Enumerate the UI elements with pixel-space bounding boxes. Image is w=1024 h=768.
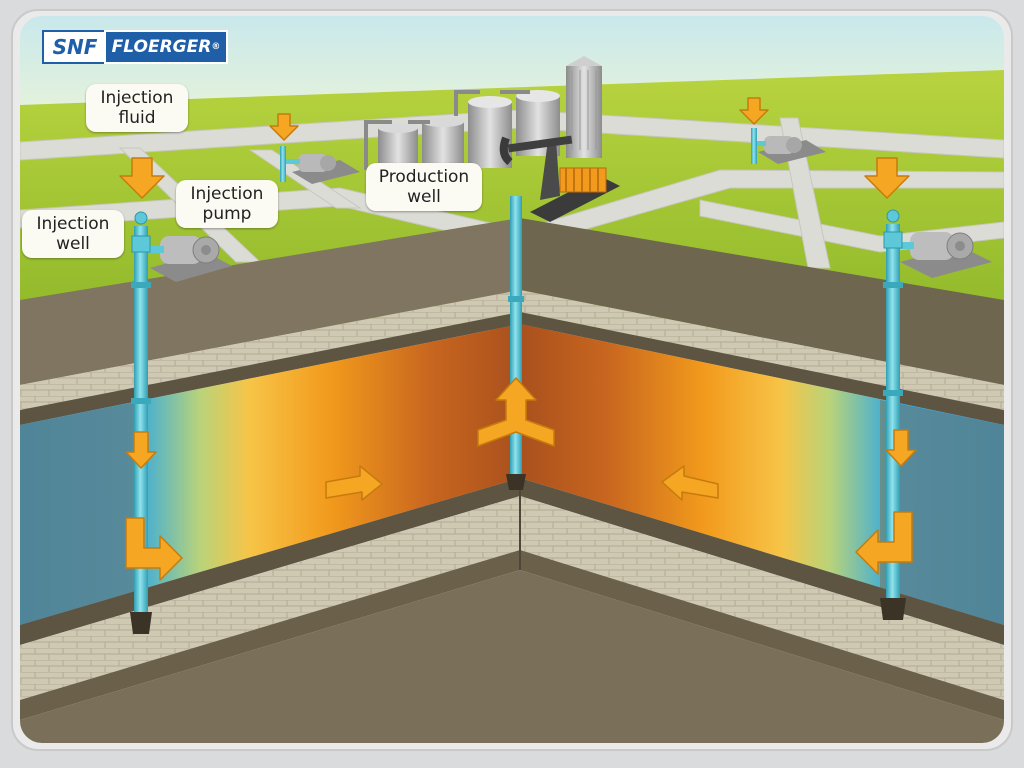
injection-pump-far-right <box>752 136 826 164</box>
arrow-up-split-icon <box>477 377 555 447</box>
arrow-down-icon <box>885 429 917 467</box>
arrow-left-icon <box>661 465 719 501</box>
injection-pump-far-left <box>286 154 360 184</box>
far-well-right <box>751 128 757 164</box>
arrow-right-icon <box>325 465 383 501</box>
arrow-elbow-right-icon <box>125 517 183 581</box>
brick-lower-right <box>520 496 1004 700</box>
arrow-down-icon <box>119 157 165 199</box>
logo-floerger: FLOERGER® <box>104 30 228 64</box>
label-injection-well: Injection well <box>22 210 124 258</box>
label-injection-pump: Injection pump <box>176 180 278 228</box>
label-production-well: Production well <box>366 163 482 211</box>
logo-registered-mark: ® <box>211 42 221 52</box>
injection-pump-left <box>146 236 232 282</box>
brick-upper-right <box>520 290 1004 410</box>
soil-upper-right <box>520 218 1004 385</box>
logo-floerger-text: FLOERGER <box>111 37 212 57</box>
label-injection-fluid: Injection fluid <box>86 84 188 132</box>
arrow-down-icon <box>125 431 157 469</box>
arrow-down-icon <box>864 157 910 199</box>
far-well-left <box>280 146 286 182</box>
arrow-down-icon <box>269 113 299 141</box>
arrow-elbow-left-icon <box>855 511 913 575</box>
brick-lower-left <box>20 496 520 700</box>
arrow-down-icon <box>739 97 769 125</box>
logo-snf: SNF <box>42 30 108 64</box>
snf-floerger-logo: SNF FLOERGER® <box>42 30 228 64</box>
injection-well-right <box>880 209 906 620</box>
pumpjack <box>499 135 620 222</box>
injection-pump-right <box>896 232 992 278</box>
soil-bottom <box>20 570 1004 743</box>
